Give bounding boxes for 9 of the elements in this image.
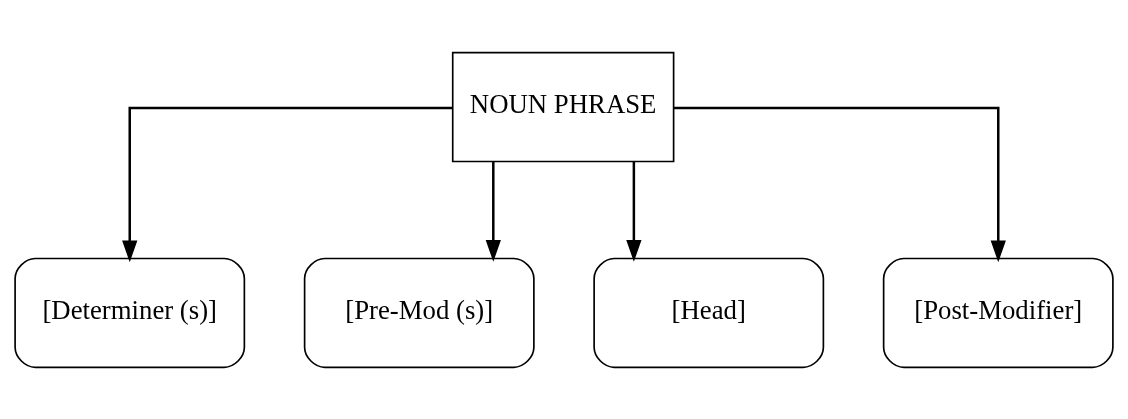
- arrow: [122, 106, 453, 262]
- node-box: [Post-Modifier]: [882, 257, 1114, 368]
- arrow: [674, 106, 1006, 262]
- arrow: [626, 161, 642, 262]
- node-box: NOUN PHRASE: [451, 51, 675, 162]
- node-box: [Determiner (s)]: [14, 257, 246, 368]
- arrow: [485, 161, 501, 262]
- node-box: [Head]: [593, 257, 825, 368]
- node-box: [Pre-Mod (s)]: [303, 257, 535, 368]
